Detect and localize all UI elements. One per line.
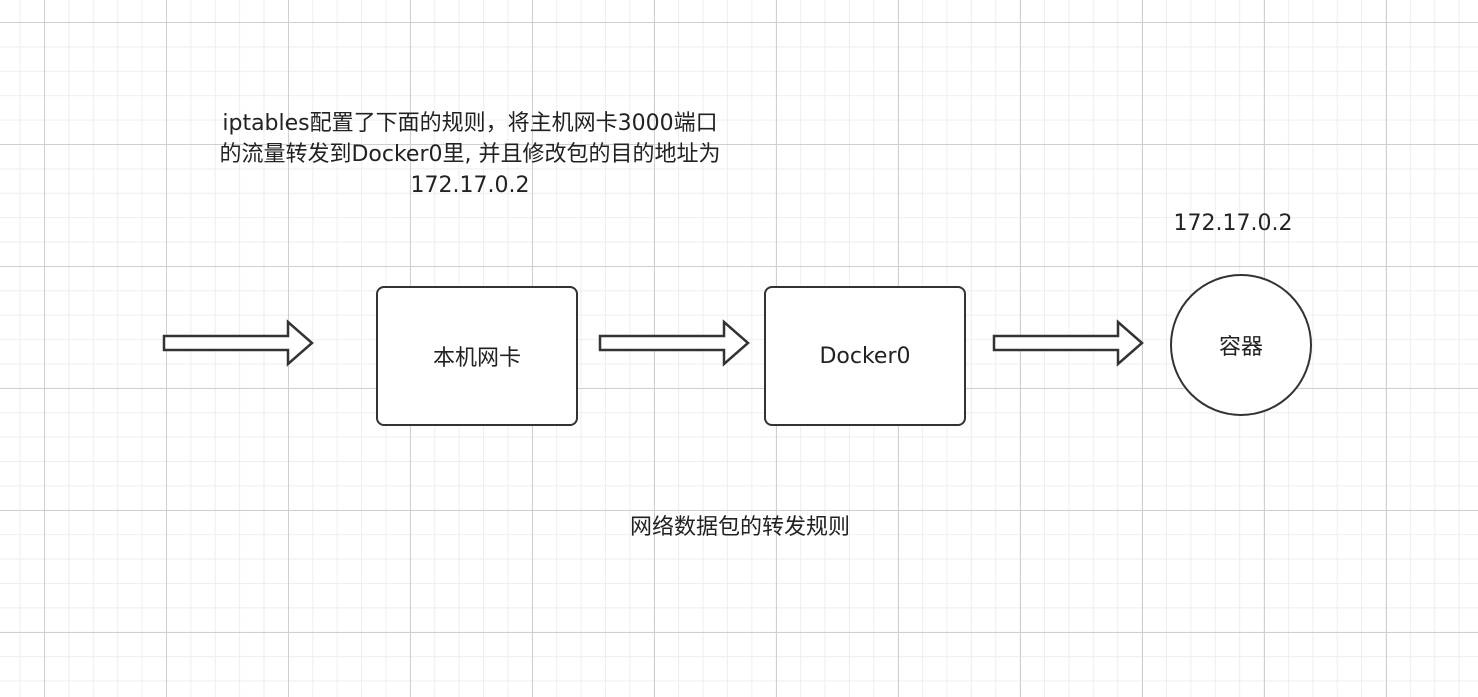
incoming-traffic-arrow (162, 319, 314, 367)
container-node: 容器 (1170, 274, 1312, 416)
note-line-1: iptables配置了下面的规则，将主机网卡3000端口 (222, 111, 718, 136)
docker0-label: Docker0 (819, 343, 911, 369)
host-nic-label: 本机网卡 (432, 346, 521, 371)
docker-to-container-arrow (992, 319, 1144, 367)
diagram-caption: 网络数据包的转发规则 (629, 515, 850, 540)
iptables-note: iptables配置了下面的规则，将主机网卡3000端口 的流量转发到Docke… (160, 108, 780, 201)
container-label: 容器 (1218, 335, 1263, 360)
note-line-3: 172.17.0.2 (410, 173, 530, 198)
nic-to-docker-arrow (598, 319, 750, 367)
host-nic-node: 本机网卡 (376, 286, 578, 426)
note-line-2: 的流量转发到Docker0里, 并且修改包的目的地址为 (219, 142, 721, 167)
docker0-node: Docker0 (764, 286, 966, 426)
container-ip-label: 172.17.0.2 (1173, 211, 1293, 236)
